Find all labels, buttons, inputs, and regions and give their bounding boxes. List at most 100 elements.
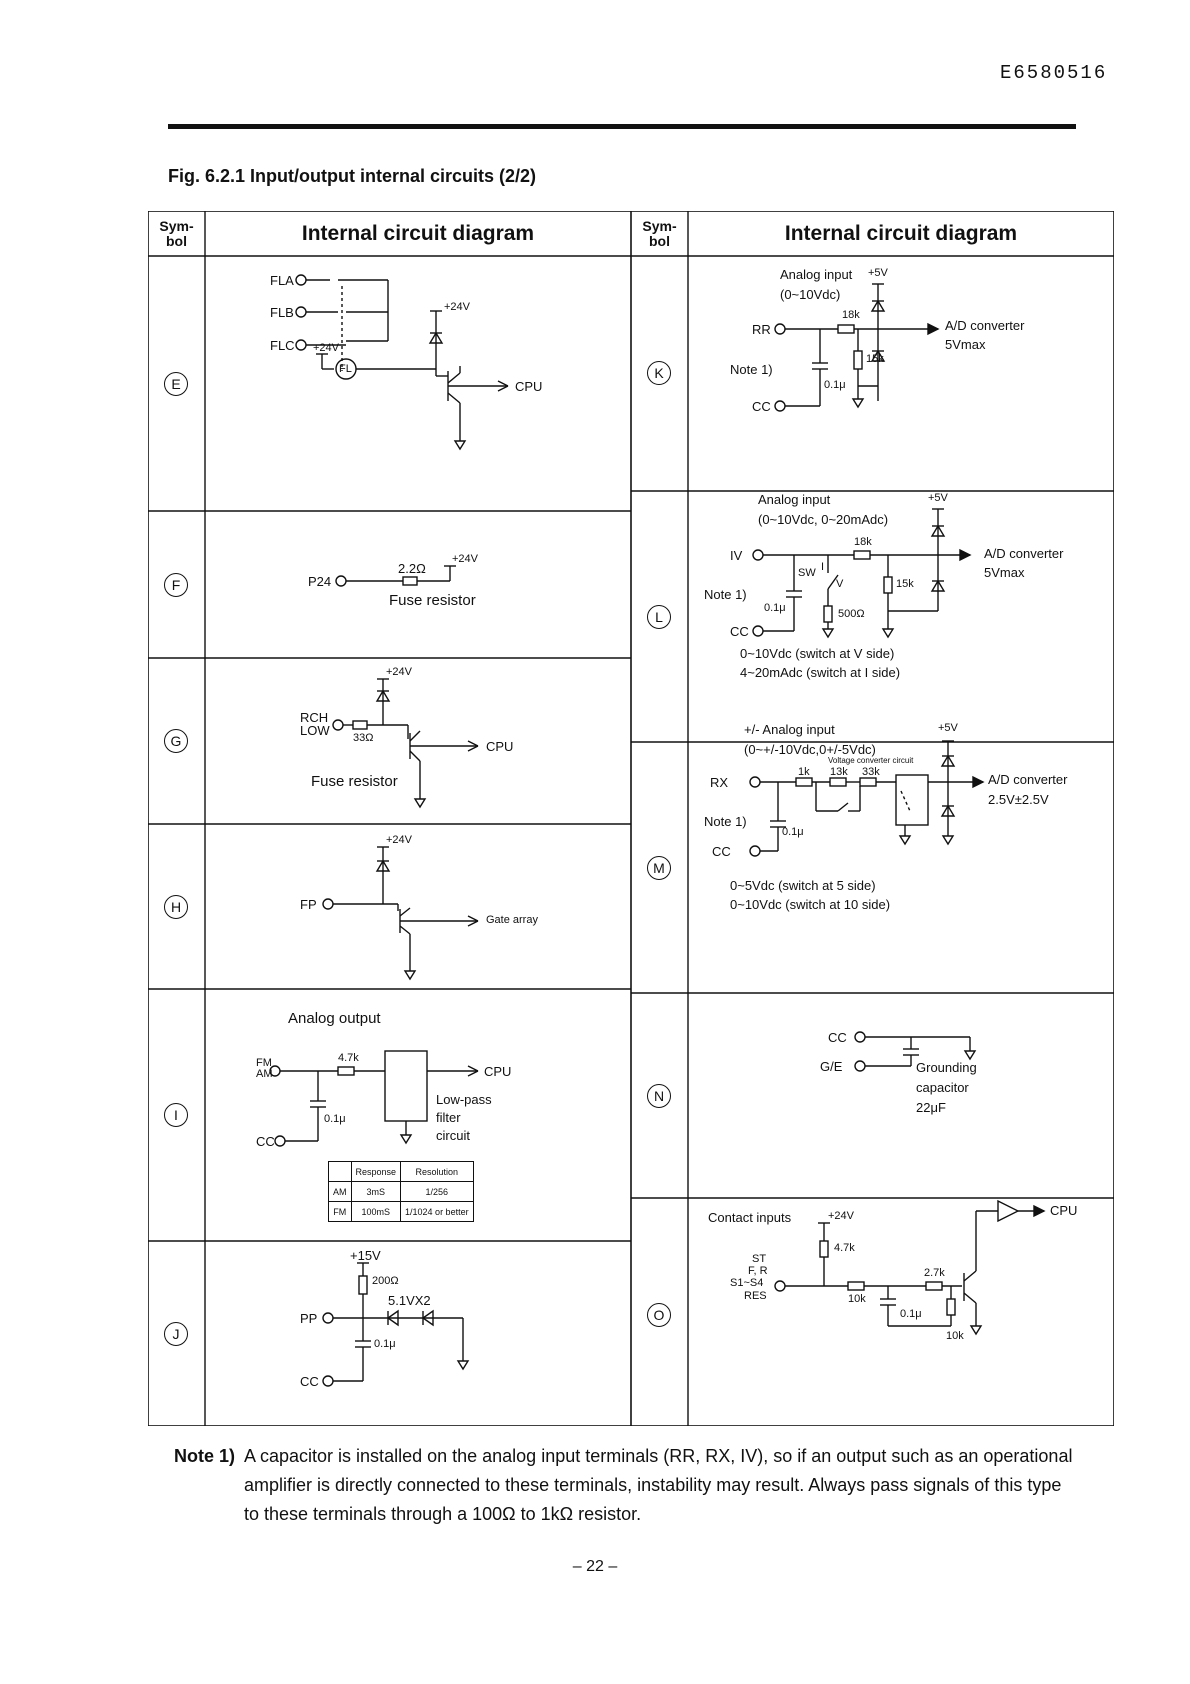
label: ST [752, 1253, 767, 1265]
circuit-h [322, 846, 479, 981]
label: F, R [748, 1265, 768, 1277]
label: 5.1VX2 [388, 1293, 431, 1308]
label: +24V [313, 342, 339, 354]
label: +5V [938, 722, 958, 734]
table-header [328, 1161, 352, 1182]
circuit-f [335, 565, 456, 587]
symbol-o: O [647, 1303, 671, 1327]
label: +/- Analog input [744, 722, 835, 737]
label: FLA [270, 273, 294, 288]
label: Grounding [916, 1060, 977, 1075]
label: G/E [820, 1059, 843, 1074]
label: +15V [350, 1248, 381, 1263]
label: +24V [828, 1210, 854, 1222]
symbol-i: I [164, 1103, 188, 1127]
label: 10k [946, 1330, 964, 1342]
label: 15k [896, 578, 914, 590]
label: 13k [830, 766, 848, 778]
label: 0.1μ [764, 602, 786, 614]
footnote-label: Note 1) [174, 1446, 236, 1466]
label: Voltage converter circuit [828, 756, 914, 765]
label: PP [300, 1311, 318, 1326]
label: S1~S4 [730, 1277, 764, 1289]
circuit-o [774, 1199, 1046, 1336]
label: FLB [270, 305, 294, 320]
label: RX [710, 775, 729, 790]
label: +24V [452, 553, 478, 565]
page-number: – 22 – [572, 1558, 618, 1575]
circuit-l [752, 508, 972, 639]
symbol-f: F [164, 573, 188, 597]
symbol-k: K [647, 361, 671, 385]
label: LOW [300, 723, 330, 738]
label: 2.7k [924, 1267, 945, 1279]
label: CC [730, 624, 749, 639]
label: 0~10Vdc (switch at V side) [740, 646, 895, 661]
label: 33k [862, 766, 880, 778]
label: 1k [798, 766, 810, 778]
label: CC [828, 1030, 847, 1045]
label: +24V [444, 301, 470, 313]
label: Note 1) [704, 587, 747, 602]
label: Fuse resistor [311, 773, 398, 790]
label: CC [256, 1134, 275, 1149]
circuit-m [749, 740, 985, 857]
label: (0~10Vdc, 0~20mAdc) [758, 512, 889, 527]
label: P24 [308, 574, 332, 589]
symbol-e: E [164, 372, 188, 396]
label: 22μF [916, 1100, 946, 1115]
circuit-n [854, 1031, 977, 1072]
label: 33Ω [353, 732, 374, 744]
label: 0.1μ [324, 1113, 346, 1125]
diagram-col-header-right: Internal circuit diagram [784, 222, 1018, 245]
label: SW [798, 567, 816, 579]
label: A/D converter [945, 318, 1025, 333]
label: Contact inputs [708, 1210, 792, 1225]
symbol-m: M [647, 856, 671, 880]
label: RCH [300, 710, 329, 725]
label: FLC [270, 338, 295, 353]
label: 2.2Ω [398, 561, 426, 576]
circuit-k [774, 283, 940, 412]
label: CC [712, 844, 731, 859]
label: 4.7k [834, 1242, 855, 1254]
table-cell: 1/1024 or better [400, 1201, 474, 1222]
circuit-g [332, 678, 479, 809]
label: RES [744, 1290, 767, 1302]
label: (0~+/-10Vdc,0+/-5Vdc) [744, 742, 876, 757]
label: 4~20mAdc (switch at I side) [740, 665, 901, 680]
label: 0~10Vdc (switch at 10 side) [730, 897, 891, 912]
circuit-i [269, 1050, 479, 1147]
label: CC [300, 1374, 319, 1389]
label: Analog input [758, 492, 831, 507]
label: 0.1μ [782, 826, 804, 838]
symbol-j: J [164, 1322, 188, 1346]
circuit-j [322, 1262, 470, 1387]
label: 2.5V±2.5V [988, 792, 1049, 807]
header-rule [168, 124, 1076, 129]
label: +24V [386, 834, 412, 846]
label: +5V [928, 492, 948, 504]
label: A/D converter [988, 772, 1068, 787]
label: capacitor [916, 1080, 969, 1095]
label: 5Vmax [945, 337, 986, 352]
symbol-g: G [164, 729, 188, 753]
symbol-n: N [647, 1084, 671, 1108]
label: CPU [1050, 1203, 1078, 1218]
label: I [821, 561, 825, 573]
label: 0~5Vdc (switch at 5 side) [730, 878, 876, 893]
circuit-drawings [148, 211, 1114, 1426]
label: 0.1μ [900, 1308, 922, 1320]
diagram-col-header-left: Internal circuit diagram [301, 222, 535, 245]
document-id: E6580516 [1000, 62, 1108, 84]
label: 200Ω [372, 1275, 399, 1287]
label: CPU [515, 379, 543, 394]
circuit-e [295, 274, 509, 451]
label: CPU [486, 739, 514, 754]
label: CPU [484, 1064, 512, 1079]
label: Note 1) [730, 362, 773, 377]
label: +24V [386, 666, 412, 678]
label: FL [339, 363, 352, 375]
label: A/D converter [984, 546, 1064, 561]
label: Analog output [288, 1010, 381, 1027]
